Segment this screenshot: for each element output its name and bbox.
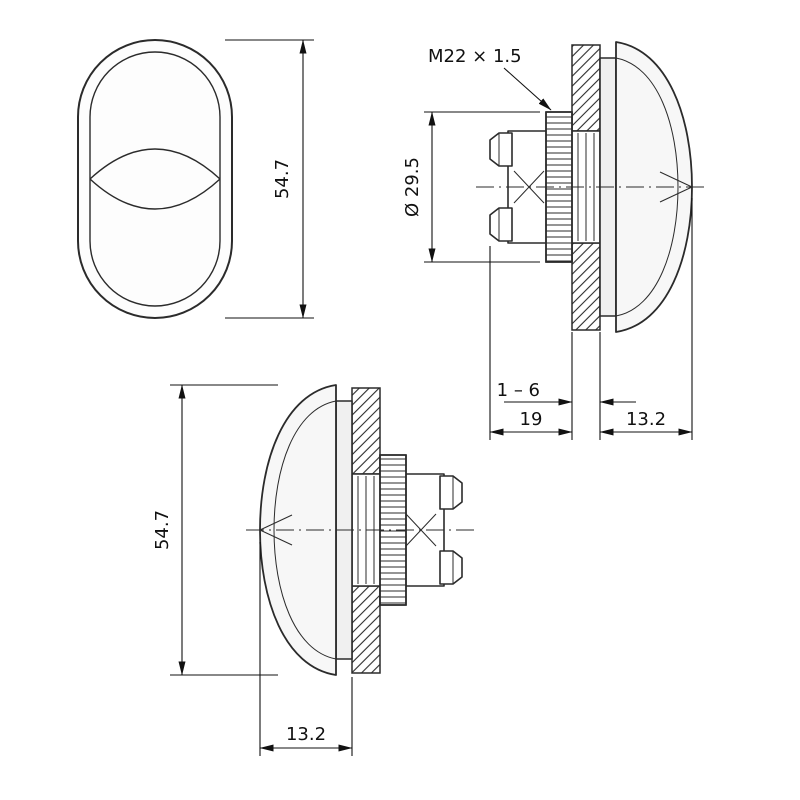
button-dome-inner: [273, 400, 337, 660]
front-height-dimension: 54.7: [225, 39, 314, 319]
upper-plunger: [489, 132, 513, 167]
mounting-depth-label: 19: [520, 409, 543, 430]
thread-label: M22 × 1.5: [428, 46, 522, 67]
front-height-label: 54.7: [272, 159, 293, 199]
upper-plunger: [439, 475, 463, 510]
lower-button-edge: [89, 178, 221, 210]
profile-view: [246, 384, 476, 676]
panel-hatch-bottom: [571, 242, 601, 331]
side-view: [476, 41, 706, 333]
upper-button-edge: [89, 148, 221, 180]
lower-plunger: [439, 550, 463, 585]
profile-height-dimension: 54.7: [152, 384, 278, 676]
thread-callout: M22 × 1.5: [428, 46, 552, 111]
button-bezel-outline: [77, 39, 233, 319]
front-protrusion-dimension: 13.2: [599, 198, 693, 440]
panel-thickness-dimension: 1 – 6: [497, 332, 636, 440]
profile-height-label: 54.7: [152, 510, 173, 550]
button-dome-inner: [615, 57, 679, 317]
profile-protrusion-label: 13.2: [286, 724, 326, 745]
lower-plunger: [489, 207, 513, 242]
panel-thickness-label: 1 – 6: [497, 380, 540, 401]
front-protrusion-label: 13.2: [626, 409, 666, 430]
profile-protrusion-dimension: 13.2: [259, 542, 353, 756]
clamp-diameter-label: Ø 29.5: [402, 157, 423, 217]
panel-hatch-top: [571, 44, 601, 132]
panel-hatch-bottom: [351, 585, 381, 674]
clamp-diameter-dimension: Ø 29.5: [402, 111, 540, 263]
panel-hatch-top: [351, 387, 381, 475]
front-view: [77, 39, 233, 319]
mounting-depth-dimension: 19: [489, 246, 573, 440]
